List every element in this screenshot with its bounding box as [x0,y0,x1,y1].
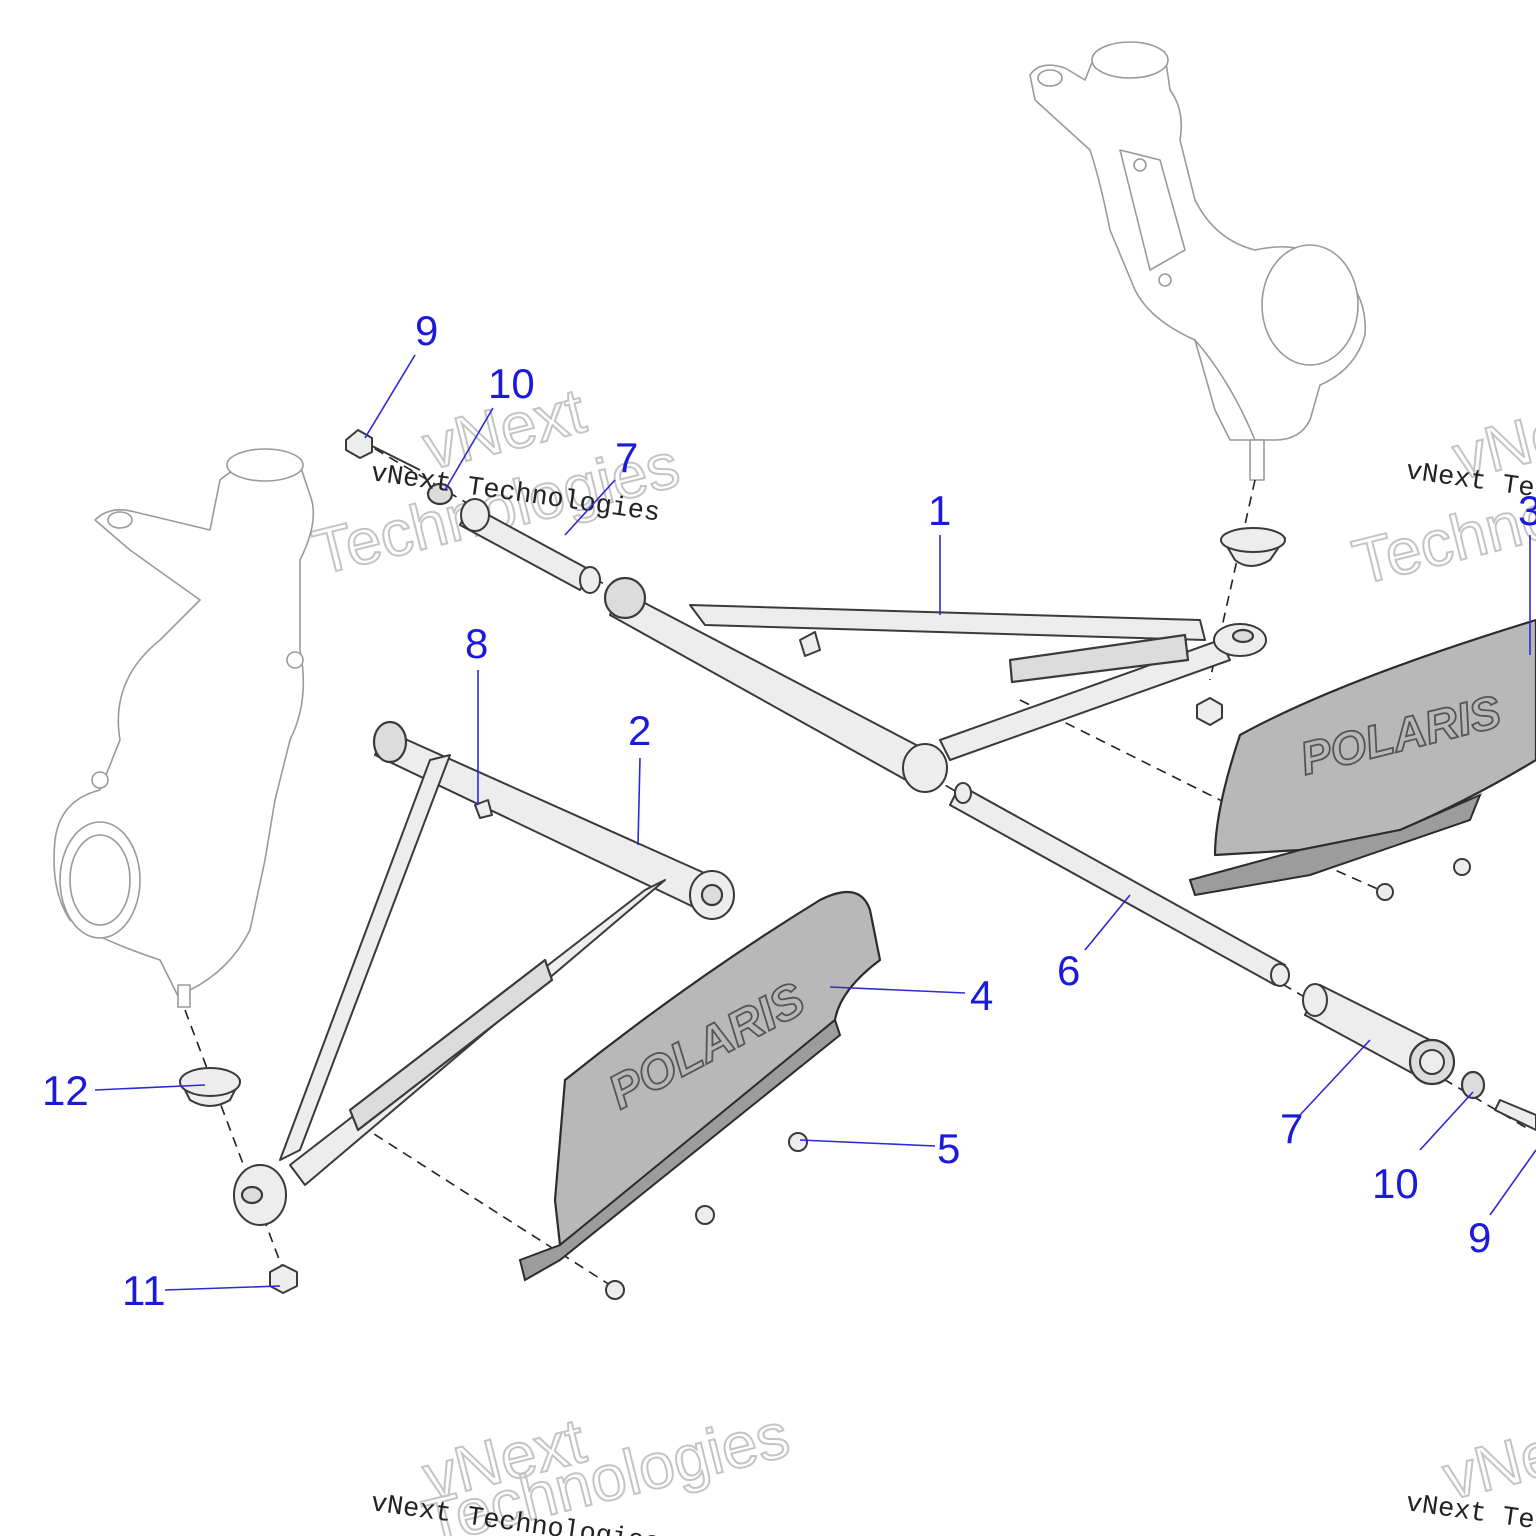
steering-knuckle-right [1029,41,1366,481]
steering-knuckle-left [53,448,315,1008]
nut-upper [1196,697,1223,726]
ball-joint-boot-upper [1220,527,1286,567]
callout-3: 3 [1518,487,1536,534]
washer-10-right [1460,1070,1486,1100]
callout-5: 5 [937,1125,960,1172]
screws-guard-3 [1376,858,1471,901]
bolt-9-right [1494,1099,1536,1131]
callout-7-right: 7 [1280,1105,1303,1152]
callout-2: 2 [628,707,651,754]
callout-8: 8 [465,620,488,667]
pivot-tube-6 [949,782,1290,987]
bushing-7-right [1302,983,1456,1086]
leader-lines [94,354,1536,1291]
watermark-group: vNext Technologies vNext Technologies vN… [305,373,1536,1536]
callout-9-right: 9 [1468,1214,1491,1261]
callout-6: 6 [1057,947,1080,994]
callout-7-left: 7 [615,434,638,481]
callout-labels: 9 10 7 1 3 8 2 6 4 12 5 7 10 9 11 [42,307,1536,1314]
callout-10-right: 10 [1372,1160,1419,1207]
nut-11 [269,1264,298,1294]
screws-guard-4 [605,1132,808,1300]
lower-a-arm-2 [233,720,735,1226]
callout-10-left: 10 [488,360,535,407]
bushing-7-left [459,498,601,594]
callout-11: 11 [122,1267,166,1314]
skid-guard-3: POLARIS [1188,618,1536,897]
callout-4: 4 [970,972,993,1019]
ball-joint-boot-lower [179,1067,241,1107]
upper-a-arm-1 [603,576,1267,793]
callout-9-left: 9 [415,307,438,354]
callout-12: 12 [42,1067,89,1114]
callout-1: 1 [928,487,951,534]
